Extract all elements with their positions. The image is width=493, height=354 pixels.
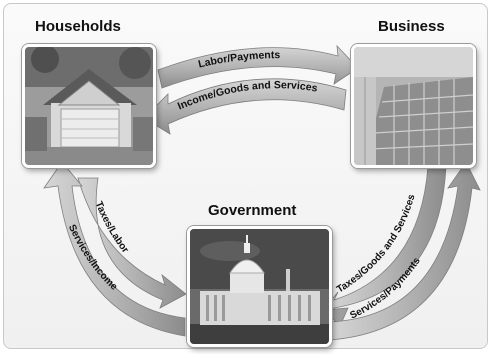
flow-arrow-labor-payments — [157, 44, 359, 89]
government-capitol-photo — [187, 226, 332, 347]
flow-arrow-taxes-labor — [77, 177, 187, 309]
business-title: Business — [378, 18, 445, 35]
business-building-photo — [351, 44, 476, 168]
households-title: Households — [35, 18, 121, 35]
flow-arrow-income-goods-services — [143, 78, 347, 135]
government-title: Government — [208, 202, 297, 219]
flow-arrow-services-payments — [327, 161, 481, 341]
households-house-photo — [22, 44, 156, 168]
